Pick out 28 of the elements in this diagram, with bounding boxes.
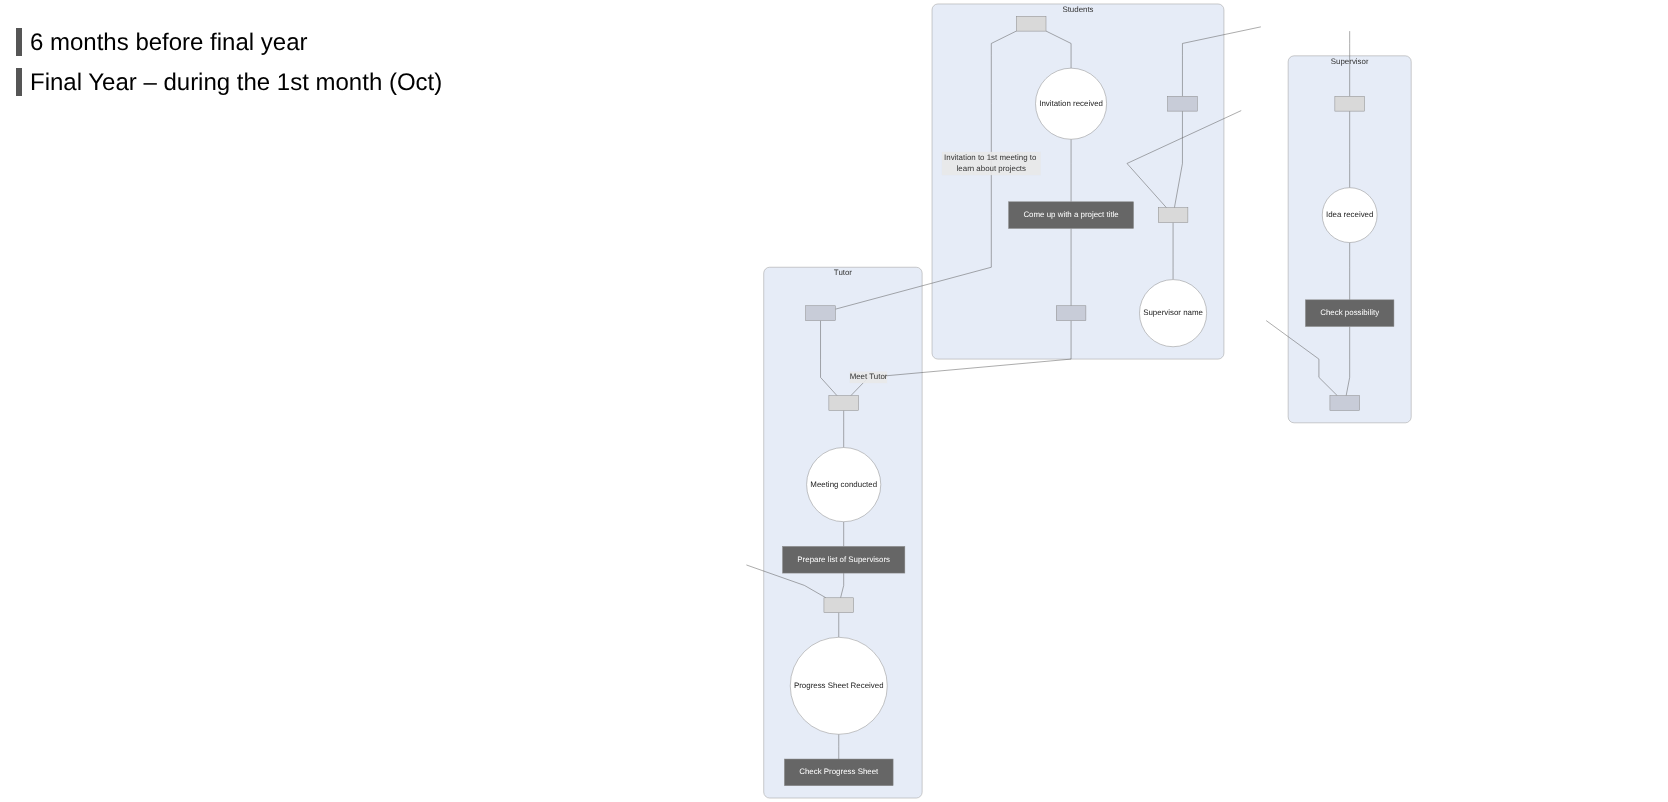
timer-note: 6 months before final year <box>16 28 444 56</box>
connector <box>1070 139 1072 203</box>
connector <box>1126 110 1242 208</box>
node-box <box>805 305 836 321</box>
connector <box>843 521 844 547</box>
node-box <box>1167 96 1198 112</box>
connector <box>1070 228 1072 306</box>
node-box <box>1158 207 1189 223</box>
connector <box>850 320 1072 396</box>
connector <box>746 564 827 599</box>
connector <box>1349 30 1350 97</box>
connector <box>1345 326 1350 396</box>
connector <box>840 572 844 599</box>
node-box <box>1334 96 1365 112</box>
connector <box>835 30 1017 310</box>
node-box <box>1329 395 1360 411</box>
connector <box>1349 242 1350 301</box>
node-box <box>1016 16 1047 32</box>
connector <box>1174 110 1183 208</box>
connector <box>1265 320 1338 396</box>
connector <box>1182 26 1262 97</box>
node-box <box>823 597 854 613</box>
node-box <box>1056 305 1087 321</box>
connector <box>1349 110 1350 188</box>
connector <box>838 734 839 760</box>
timer-note: Final Year – during the 1st month (Oct) <box>16 68 444 96</box>
connector <box>820 320 838 396</box>
node-box <box>828 395 859 411</box>
